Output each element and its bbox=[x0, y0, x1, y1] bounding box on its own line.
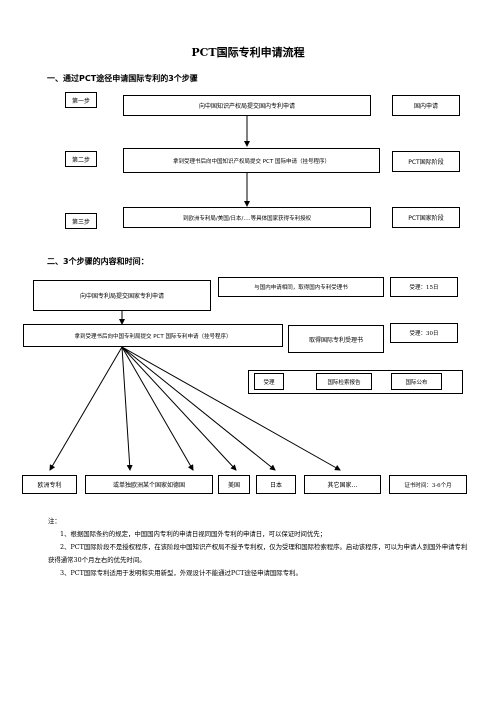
note-1: 1、根据国际条约的规定，中国国内专利的申请日视同国外专利的申请日，可以保证时间优… bbox=[60, 530, 327, 538]
flow-search-report: 国际检索报告 bbox=[316, 373, 372, 390]
note-3: 3、PCT国际专利适用于发明和实用新型，外观设计不能通过PCT途径申请国际专利。 bbox=[60, 569, 302, 577]
notes-label: 注： bbox=[48, 517, 61, 525]
dest-europe: 欧洲专利 bbox=[22, 475, 77, 494]
flow-accept: 受理 bbox=[254, 373, 284, 390]
dest-other: 其它国家… bbox=[304, 475, 381, 494]
page-title: PCT国际专利申请流程 bbox=[191, 46, 305, 59]
section2-heading: 二、3个步骤的内容和时间： bbox=[47, 257, 149, 266]
notes: 注： 1、根据国际条约的规定，中国国内专利的申请日视同国外专利的申请日，可以保证… bbox=[48, 515, 468, 580]
step-action-1: 向中国知识产权局提交国内专利申请 bbox=[123, 95, 371, 116]
stage-pct-national: PCT国家阶段 bbox=[392, 207, 460, 228]
cert-time-box: 证书时间：3-6个月 bbox=[389, 475, 467, 494]
step-action-3: 到欧洲专利局/美国/日本/….等具体国家获得专利授权 bbox=[123, 207, 371, 228]
dest-single-european: 或单独欧洲某个国家如德国 bbox=[85, 475, 213, 494]
step-action-2: 拿到受理书后向中国知识产权局提交 PCT 国际申请（挂号程序） bbox=[123, 148, 380, 173]
submit-domestic-box: 向中国专利局提交国家专利申请 bbox=[33, 280, 211, 311]
dest-japan: 日本 bbox=[256, 475, 296, 494]
stage-pct-international: PCT国际阶段 bbox=[392, 151, 460, 172]
note-2: 2、PCT国际阶段不是授权程序，在该阶段中国知识产权局不授予专利权，仅为受理和国… bbox=[48, 543, 468, 564]
section1-heading: 一、通过PCT途径申请国际专利的3个步骤 bbox=[47, 74, 198, 83]
intl-receipt-box: 取得国际专利受理书 bbox=[288, 325, 384, 353]
step-label-1: 第一步 bbox=[65, 92, 97, 108]
flow-publication: 国际公布 bbox=[391, 373, 442, 390]
dest-usa: 美国 bbox=[218, 475, 250, 494]
submit-pct-box: 拿到受理书后向中国专利局提交 PCT 国际专利申请（挂号程序） bbox=[23, 324, 283, 347]
step-label-2: 第二步 bbox=[65, 151, 97, 167]
step-label-3: 第三步 bbox=[65, 213, 97, 229]
stage-domestic: 国内申请 bbox=[392, 95, 460, 116]
same-as-domestic-box: 与国内申请相同，取得国内专利受理书 bbox=[218, 277, 384, 297]
accept-time-30-box: 受理：30日 bbox=[390, 323, 458, 343]
accept-time-15-box: 受理：15日 bbox=[390, 277, 458, 297]
